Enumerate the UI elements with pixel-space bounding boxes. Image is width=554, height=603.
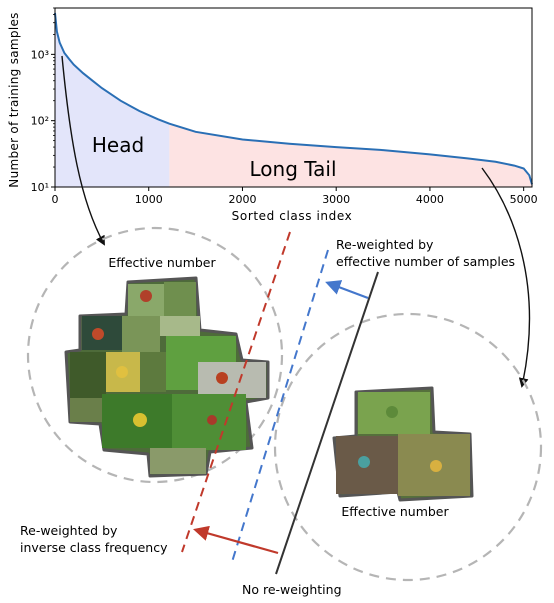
- blue-shift-arrow: [325, 280, 369, 300]
- bird-figure: [386, 406, 398, 418]
- bird-photo: [70, 398, 102, 422]
- right-cluster-circle: [273, 312, 543, 582]
- right-image-cluster: [332, 386, 474, 502]
- region-shading: [55, 13, 532, 187]
- left-image-cluster: [64, 276, 270, 478]
- x-tick-label: 1000: [135, 193, 163, 206]
- bird-photo: [160, 316, 200, 336]
- y-tick-label: 10²: [31, 115, 49, 128]
- long-tail-distribution-chart: 0 1000 2000 3000 4000 5000 10¹ 10² 10³ Head Lon…: [7, 7, 538, 223]
- bird-figure: [92, 328, 104, 340]
- no-reweighting-boundary-line: [275, 271, 379, 575]
- bird-photo: [198, 362, 266, 398]
- distribution-curve: [54, 12, 533, 185]
- effective-number-boundary-line: [231, 249, 329, 563]
- arrow-tail-to-right-cluster: [481, 167, 531, 388]
- region-head: [55, 13, 170, 187]
- x-tick-label: 4000: [416, 193, 444, 206]
- bird-figure: [116, 366, 128, 378]
- blue-line-label-line2: effective number of samples: [336, 254, 515, 269]
- y-tick-label: 10³: [31, 48, 49, 61]
- bird-photo: [150, 448, 206, 474]
- red-line-label-line1: Re-weighted by: [20, 523, 118, 538]
- y-tick-label: 10¹: [31, 181, 49, 194]
- region-label-head: Head: [92, 133, 144, 157]
- bird-photo: [122, 316, 160, 354]
- red-shift-arrow: [193, 525, 279, 555]
- blue-line-label-line1: Re-weighted by: [336, 237, 434, 252]
- bird-photo: [140, 352, 166, 392]
- y-axis-label: Number of training samples: [7, 12, 21, 187]
- bird-figure: [430, 460, 442, 472]
- bird-figure: [133, 413, 147, 427]
- plot-frame: [54, 7, 533, 188]
- x-tick-label: 0: [52, 193, 59, 206]
- x-axis-label: Sorted class index: [232, 209, 353, 223]
- left-cluster-label: Effective number: [108, 255, 216, 270]
- region-label-long-tail: Long Tail: [249, 157, 336, 181]
- left-cluster-circle: [26, 226, 284, 484]
- bird-figure: [216, 372, 228, 384]
- x-tick-label: 5000: [510, 193, 538, 206]
- bird-photo: [70, 352, 106, 398]
- red-line-label-line2: inverse class frequency: [20, 540, 168, 555]
- region-long-tail: [169, 123, 532, 187]
- bird-figure: [140, 290, 152, 302]
- right-cluster-label: Effective number: [341, 504, 449, 519]
- inverse-frequency-boundary-line: [181, 231, 291, 553]
- bird-photo: [164, 282, 196, 316]
- bird-figure: [358, 456, 370, 468]
- x-axis-ticks: 0 1000 2000 3000 4000 5000: [52, 187, 538, 206]
- arrow-head-to-left-cluster: [61, 55, 105, 246]
- x-tick-label: 3000: [322, 193, 350, 206]
- x-tick-label: 2000: [228, 193, 256, 206]
- black-line-label: No re-weighting: [242, 582, 342, 597]
- bird-figure: [207, 415, 217, 425]
- y-axis-ticks: 10¹ 10² 10³: [31, 7, 55, 194]
- curve-line: [54, 12, 533, 185]
